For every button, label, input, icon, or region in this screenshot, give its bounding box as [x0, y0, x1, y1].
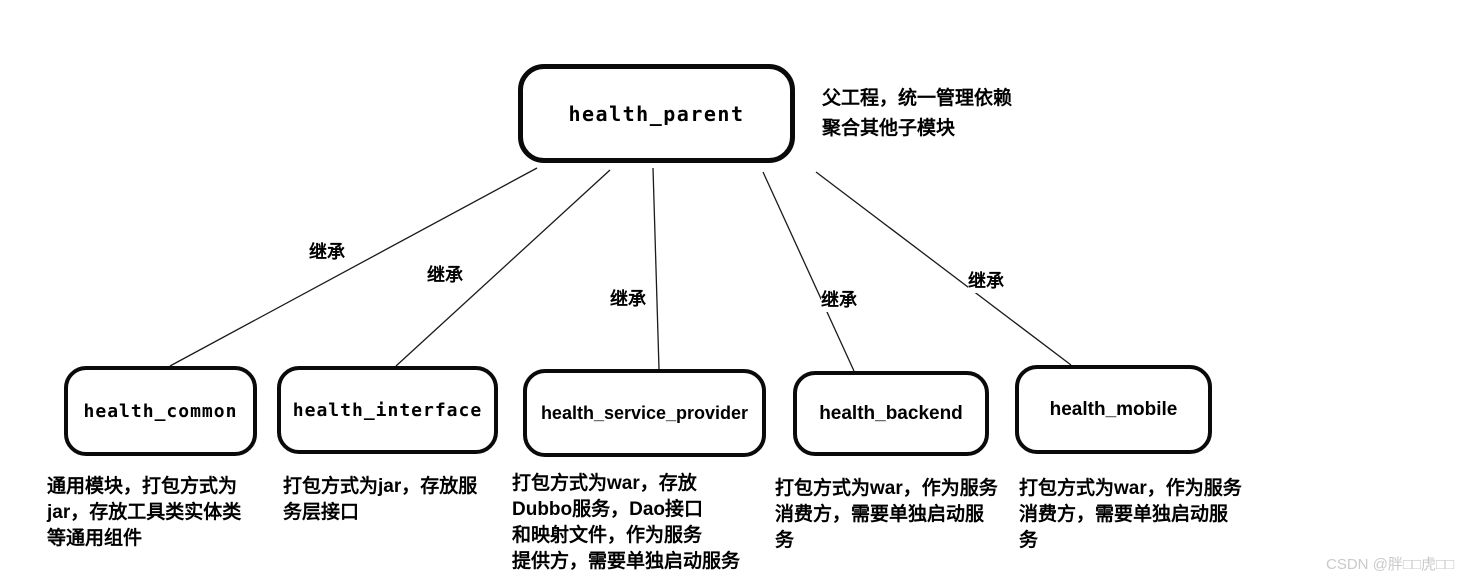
node-health-interface-label: health_interface [292, 399, 483, 421]
inherit-edge-mobile [815, 171, 1072, 366]
node-health-interface: health_interface [277, 366, 498, 454]
inherit-edge-common [169, 167, 538, 367]
node-health-parent-label: health_parent [568, 101, 745, 126]
node-health-service-provider: health_service_provider [523, 369, 766, 457]
node-health-parent: health_parent [518, 64, 795, 163]
note-health-common: 通用模块，打包方式为 jar，存放工具类实体类 等通用组件 [47, 476, 242, 549]
edge-label-inherit-mobile: 继承 [968, 267, 1004, 293]
node-health-service-provider-label: health_service_provider [540, 402, 749, 423]
inherit-edge-interface [395, 169, 611, 367]
note-health-parent: 父工程，统一管理依赖 聚合其他子模块 [822, 88, 1013, 139]
node-health-mobile-label: health_mobile [1049, 398, 1178, 420]
watermark: CSDN @胖□□虎□□ [1326, 556, 1455, 573]
edge-label-inherit-service-provider: 继承 [610, 285, 646, 311]
note-health-interface: 打包方式为jar，存放服 务层接口 [283, 476, 478, 523]
node-health-common: health_common [64, 366, 257, 456]
edge-label-inherit-backend: 继承 [821, 286, 857, 312]
note-health-service-provider: 打包方式为war，存放 Dubbo服务，Dao接口 和映射文件，作为服务 提供方… [512, 473, 741, 572]
note-health-mobile: 打包方式为war，作为服务 消费方，需要单独启动服 务 [1019, 478, 1242, 551]
inherit-edge-service-provider [652, 167, 660, 370]
node-health-backend: health_backend [793, 371, 989, 456]
node-health-backend-label: health_backend [819, 402, 963, 424]
node-health-mobile: health_mobile [1015, 365, 1212, 454]
note-health-backend: 打包方式为war，作为服务 消费方，需要单独启动服 务 [775, 478, 998, 551]
inherit-edge-backend [762, 171, 855, 372]
edge-label-inherit-common: 继承 [309, 238, 345, 264]
node-health-common-label: health_common [83, 400, 238, 422]
edge-label-inherit-interface: 继承 [427, 261, 463, 287]
